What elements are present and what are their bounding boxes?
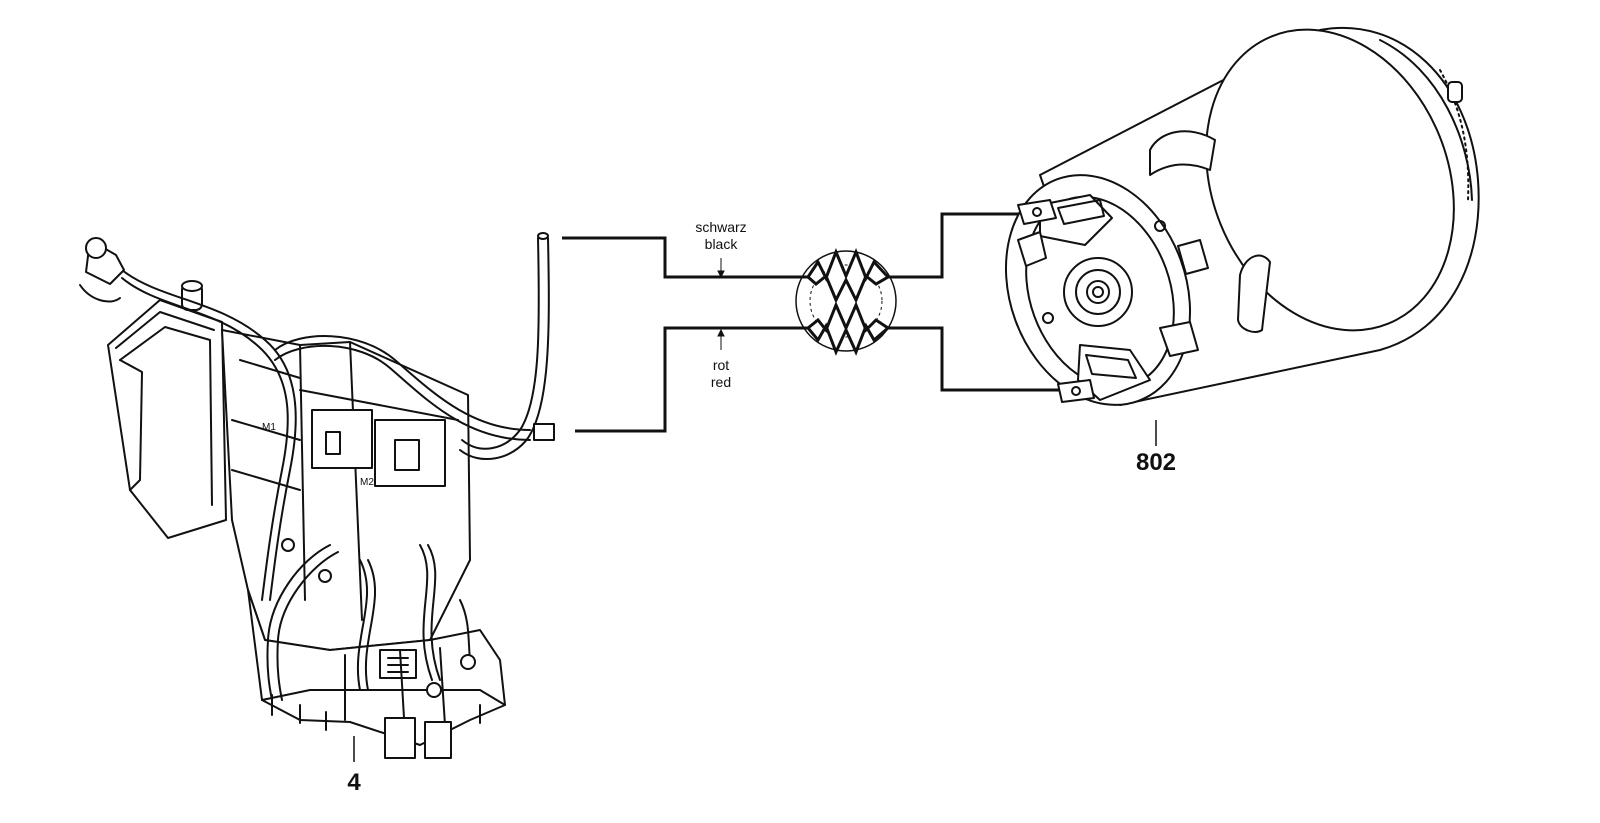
switch-trigger bbox=[107, 299, 227, 539]
motor-assembly bbox=[1004, 26, 1480, 406]
switch-part-number: 4 bbox=[347, 769, 361, 796]
motor-vent-lower bbox=[1237, 254, 1271, 333]
wires bbox=[562, 212, 1062, 433]
motor-brush-holder-bottom bbox=[1077, 344, 1151, 401]
black-wire-label-de: schwarz bbox=[695, 219, 746, 235]
black-wire-label-en: black bbox=[705, 236, 739, 252]
svg-text:M2: M2 bbox=[360, 477, 374, 488]
splice-bottom bbox=[805, 301, 891, 356]
switch-assembly: M2 M1 bbox=[79, 232, 555, 759]
black-wire bbox=[562, 236, 808, 279]
red-wire-label-en: red bbox=[711, 374, 731, 390]
red-wire-label-de: rot bbox=[713, 357, 729, 373]
splice-top bbox=[806, 247, 891, 304]
splice-connector bbox=[795, 247, 897, 356]
motor-wire-bottom bbox=[888, 326, 1062, 392]
motor-vent-upper bbox=[1149, 130, 1216, 176]
motor-part-number: 802 bbox=[1136, 449, 1176, 476]
svg-text:M1: M1 bbox=[262, 422, 276, 433]
red-wire bbox=[575, 326, 808, 433]
motor-wire-top bbox=[888, 212, 1022, 279]
